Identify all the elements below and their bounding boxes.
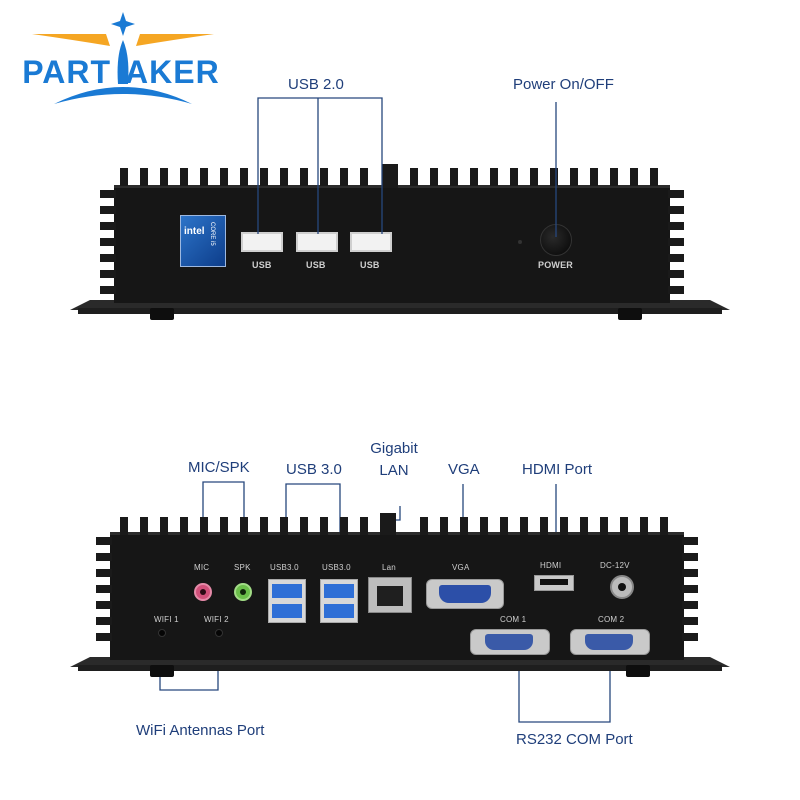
usb2-port-1 [241, 232, 283, 252]
power-led [518, 240, 522, 244]
rear-panel: MIC SPK USB3.0 USB3.0 Lan VGA HDMI DC-12… [70, 505, 730, 695]
mic-label: MIC [194, 563, 210, 572]
dc-power-jack [610, 575, 634, 599]
usb2-label-1: USB [252, 260, 272, 270]
mic-jack [194, 583, 212, 601]
intel-core-i5-badge: intel CORE i5 [180, 215, 226, 267]
usb3-port-stack-a [268, 579, 306, 623]
lan-label: Lan [382, 563, 396, 572]
intel-logo-text: intel [184, 226, 205, 237]
com2-port [570, 629, 650, 655]
vga-label: VGA [452, 563, 470, 572]
wifi1-label: WIFI 1 [154, 615, 179, 624]
com2-label: COM 2 [598, 615, 625, 624]
power-callout: Power On/OFF [513, 76, 614, 93]
usb2-label-2: USB [306, 260, 326, 270]
usb2-port-2 [296, 232, 338, 252]
mic-spk-callout: MIC/SPK [188, 459, 250, 476]
intel-model-text: CORE i5 [209, 222, 215, 246]
hdmi-port [534, 575, 574, 591]
wifi-callout: WiFi Antennas Port [136, 722, 265, 739]
com1-label: COM 1 [500, 615, 527, 624]
vga-port [426, 579, 504, 609]
usb3-label-b: USB3.0 [322, 563, 351, 572]
brand-logo: PART AKER [14, 12, 229, 112]
spk-jack [234, 583, 252, 601]
hdmi-label: HDMI [540, 561, 562, 570]
logo-graphic [32, 12, 214, 104]
spk-label: SPK [234, 563, 251, 572]
logo-text-right: AKER [125, 54, 220, 90]
wifi1-antenna-hole [158, 629, 166, 637]
hdmi-callout: HDMI Port [522, 461, 593, 478]
gigabit-callout-line1: Gigabit [370, 440, 418, 457]
front-panel: intel CORE i5 USB USB USB POWER [70, 160, 730, 340]
wifi2-antenna-hole [215, 629, 223, 637]
wifi2-label: WIFI 2 [204, 615, 229, 624]
com1-port [470, 629, 550, 655]
usb3-label-a: USB3.0 [270, 563, 299, 572]
gigabit-callout-line2: LAN [379, 462, 409, 479]
usb2-port-3 [350, 232, 392, 252]
usb3-port-stack-b [320, 579, 358, 623]
logo-text-left: PART [22, 54, 112, 90]
power-label: POWER [538, 260, 574, 270]
vga-callout: VGA [448, 461, 480, 478]
usb3-callout: USB 3.0 [286, 461, 342, 478]
dc-label: DC-12V [600, 561, 630, 570]
lan-port [368, 577, 412, 613]
usb2-callout: USB 2.0 [288, 76, 344, 93]
rs232-callout: RS232 COM Port [516, 731, 633, 748]
usb2-label-3: USB [360, 260, 380, 270]
